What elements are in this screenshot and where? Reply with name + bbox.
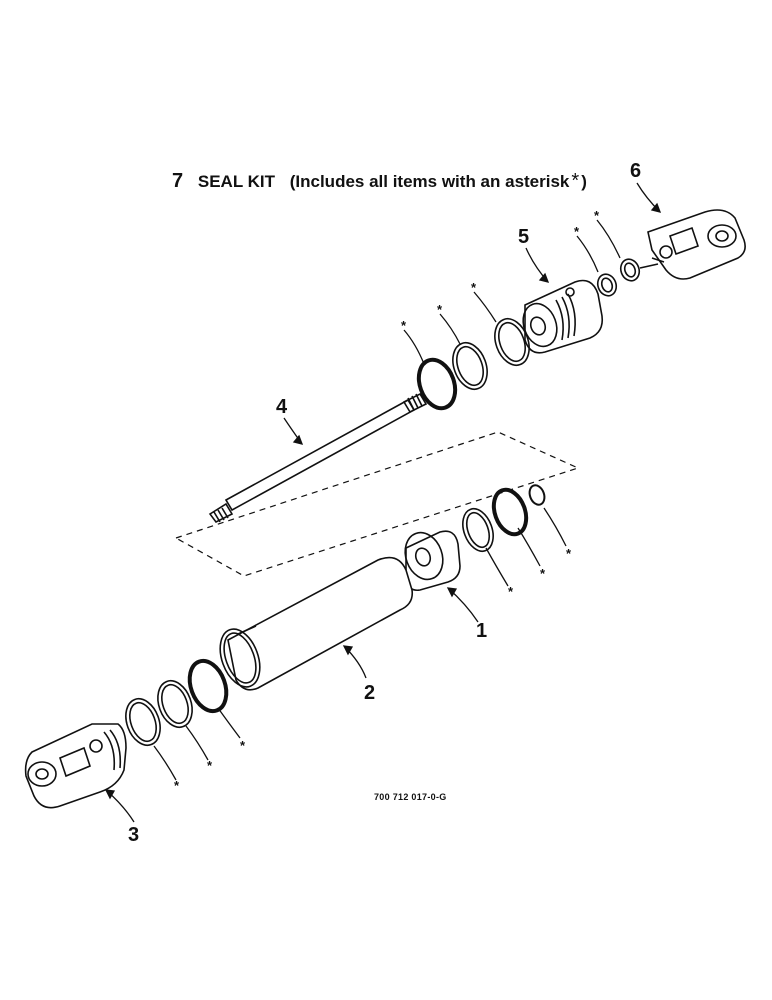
kit-label: SEAL KIT bbox=[197, 172, 275, 191]
rod-seal bbox=[596, 273, 618, 297]
callout-6: 6 bbox=[630, 160, 642, 182]
piston-backup-ring bbox=[462, 507, 494, 553]
gland-head-part-5 bbox=[522, 279, 604, 354]
asterisk-marker: * bbox=[207, 758, 213, 773]
rod-snap-ring bbox=[494, 317, 530, 367]
seal-kit-title: 7 SEAL KIT (Includes all items with an a… bbox=[172, 170, 607, 193]
kit-note-symbol: * bbox=[571, 170, 580, 192]
asterisk-marker: * bbox=[174, 778, 180, 793]
asterisk-marker: * bbox=[437, 302, 443, 317]
barrel-snap-ring bbox=[125, 697, 161, 747]
base-clevis-part-3 bbox=[24, 723, 127, 809]
leader-lines bbox=[104, 182, 662, 823]
asterisk-marker: * bbox=[566, 546, 572, 561]
piston-rod-part-4 bbox=[208, 392, 428, 524]
callout-5: 5 bbox=[518, 226, 530, 248]
rod-o-ring bbox=[416, 357, 458, 411]
rod-clevis-part-6 bbox=[639, 209, 746, 280]
callout-2: 2 bbox=[364, 682, 376, 704]
callout-4: 4 bbox=[276, 396, 288, 418]
callout-1: 1 bbox=[476, 620, 488, 642]
kit-note-text: (Includes all items with an asterisk bbox=[289, 172, 570, 191]
drawing-number: 700 712 017-0-G bbox=[374, 792, 447, 802]
assembly-alignment-line bbox=[174, 431, 580, 577]
asterisk-marker: * bbox=[240, 738, 246, 753]
asterisk-marker: * bbox=[594, 208, 600, 223]
asterisk-marker: * bbox=[540, 566, 546, 581]
asterisk-marker: * bbox=[508, 584, 514, 599]
asterisk-marker: * bbox=[401, 318, 407, 333]
asterisk-marker: * bbox=[574, 224, 580, 239]
piston-inner-o-ring bbox=[528, 484, 546, 506]
kit-note-close: ) bbox=[581, 172, 587, 191]
callout-3: 3 bbox=[128, 824, 140, 846]
kit-number: 7 bbox=[172, 170, 184, 192]
asterisk-marker: * bbox=[471, 280, 477, 295]
piston-o-ring bbox=[491, 487, 529, 537]
rod-backup-ring bbox=[452, 341, 488, 391]
barrel-part-2 bbox=[219, 556, 414, 691]
rod-wiper-seal bbox=[619, 258, 641, 282]
barrel-o-ring bbox=[187, 658, 229, 714]
kit-note: (Includes all items with an asterisk*) bbox=[289, 170, 597, 192]
barrel-backup-ring bbox=[157, 679, 193, 729]
